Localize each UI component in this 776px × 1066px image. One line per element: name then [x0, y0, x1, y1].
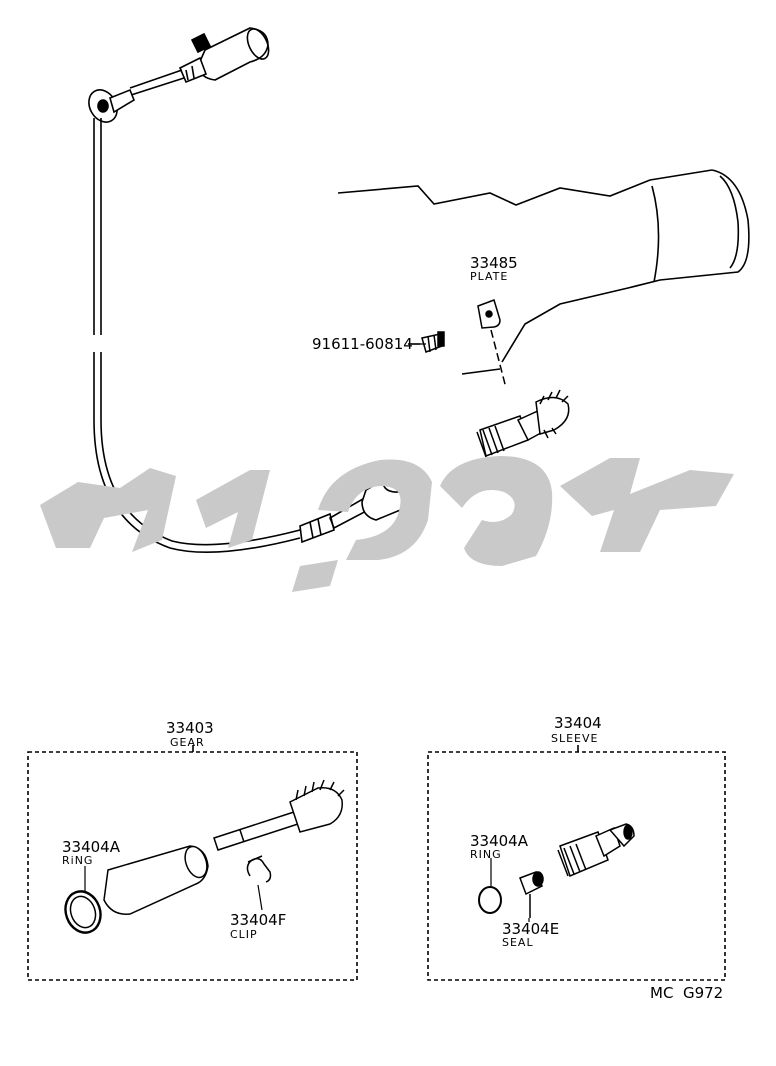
gear-kit-box [27, 745, 358, 981]
clip-number: 33404F [230, 911, 286, 929]
part-labels: 33485 PLATE 91611-60814 33403 GEAR 33404… [62, 254, 723, 1002]
plate-number: 33485 [470, 254, 518, 272]
cable-grommet [88, 88, 135, 123]
gear-name: GEAR [170, 736, 205, 749]
watermark-logo [40, 456, 734, 592]
seal-name: SEAL [502, 936, 534, 949]
diagram-code: MC G972 [650, 984, 723, 1002]
gear-number: 33403 [166, 719, 214, 737]
seal-number: 33404E [502, 920, 559, 938]
ring-sleeve-number: 33404A [470, 832, 529, 850]
sleeve-kit-box [427, 745, 726, 981]
plate-name: PLATE [470, 270, 508, 283]
sleeve-number: 33404 [554, 714, 602, 732]
ring-gear-number: 33404A [62, 838, 121, 856]
ring-sleeve-name: RING [470, 848, 502, 861]
driven-gear-assembly [476, 389, 570, 458]
bolt-number: 91611-60814 [312, 335, 413, 353]
cable-top-connector [127, 27, 270, 97]
bolt-part [408, 331, 445, 353]
ring-gear-name: RiNG [62, 854, 93, 867]
plate-part [477, 299, 507, 389]
sleeve-kit-parts [478, 823, 635, 918]
clip-name: CLIP [230, 928, 258, 941]
gear-kit-parts [64, 779, 345, 934]
sleeve-name: SLEEVE [551, 732, 599, 745]
transmission-housing [337, 169, 750, 375]
speedometer-cable [88, 27, 426, 554]
leader-lines [84, 343, 530, 922]
